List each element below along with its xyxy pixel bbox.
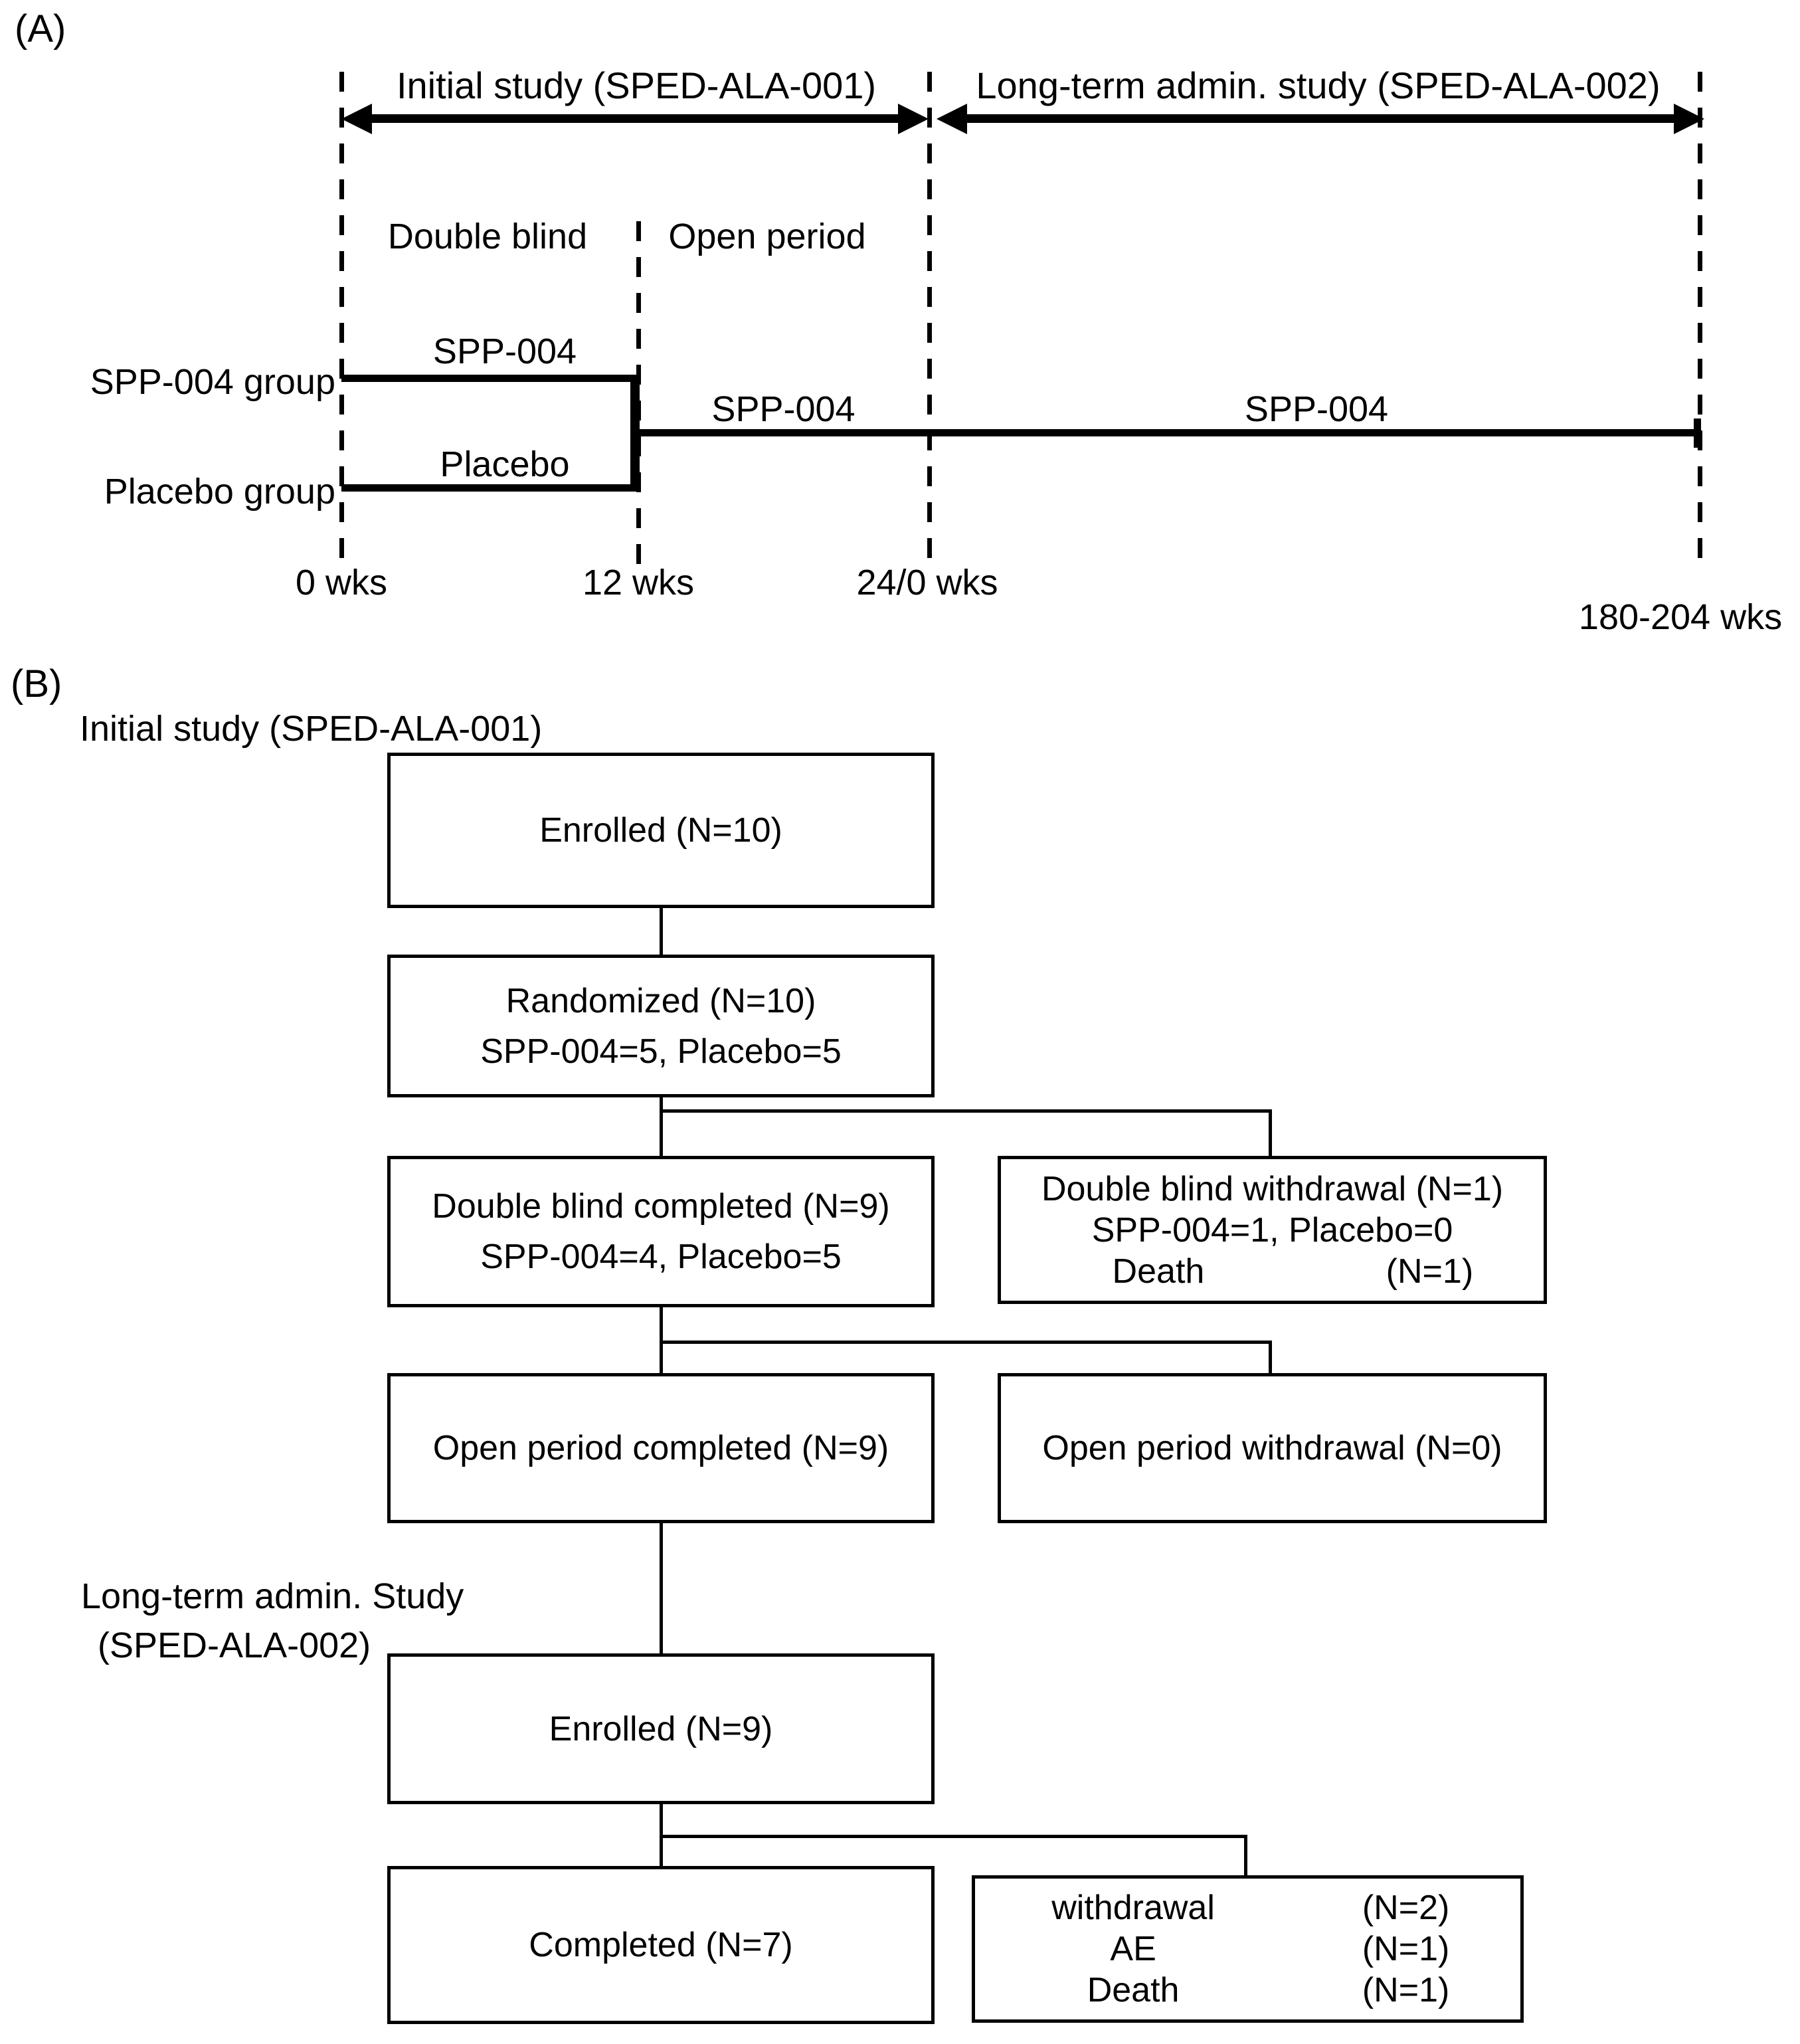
spp004-arm-treatment-label: SPP-004 (432, 331, 577, 371)
arrowhead-right-icon (898, 104, 929, 134)
phase1-title: Initial study (SPED-ALA-001) (396, 64, 877, 106)
flow-box-randomized: Randomized (N=10) SPP-004=5, Placebo=5 (387, 955, 935, 1097)
box-text: SPP-004=4, Placebo=5 (480, 1238, 842, 1276)
placebo-arm-treatment-label: Placebo (440, 444, 570, 484)
withdrawal-reason-row: AE (N=1) (975, 1928, 1520, 1970)
reason-count: (N=1) (1362, 1930, 1450, 1968)
branch-db-withdrawal-vertical (1269, 1109, 1272, 1156)
merged-treatment-line (635, 429, 1700, 436)
panel-b-label: (B) (11, 662, 62, 705)
connector-dbcompleted-opencompleted (660, 1307, 663, 1373)
panel-a-label: (A) (15, 7, 66, 50)
box-text: Enrolled (N=10) (539, 811, 782, 850)
tick-24wks: 24/0 wks (856, 563, 998, 603)
dashed-line-24wks (927, 72, 932, 569)
reason-count: (N=1) (1386, 1252, 1474, 1291)
reason-label: Death (1087, 1971, 1180, 2009)
flow-box-double-blind-completed: Double blind completed (N=9) SPP-004=4, … (387, 1156, 935, 1307)
reason-count: (N=1) (1362, 1971, 1450, 2009)
reason-label: withdrawal (1051, 1889, 1215, 1927)
flow-box-longterm-withdrawal: withdrawal (N=2) AE (N=1) Death (N=1) (972, 1875, 1524, 2023)
connector-randomized-dbcompleted (660, 1097, 663, 1156)
flow-box-open-period-completed: Open period completed (N=9) (387, 1373, 935, 1523)
box-text: Double blind completed (N=9) (432, 1187, 890, 1226)
dashed-line-180wks (1698, 72, 1702, 569)
box-text: Double blind withdrawal (N=1) (1041, 1169, 1504, 1208)
flow-box-enrolled-longterm: Enrolled (N=9) (387, 1653, 935, 1804)
arrow-shaft (367, 114, 902, 123)
box-text: Enrolled (N=9) (549, 1709, 773, 1748)
panel-a: (A) Initial study (SPED-ALA-001) Long-te… (0, 0, 1800, 658)
flow-box-open-period-withdrawal: Open period withdrawal (N=0) (998, 1373, 1547, 1523)
initial-study-section-title: Initial study (SPED-ALA-001) (80, 709, 543, 749)
spp004-arm-line (341, 375, 638, 382)
open-period-treatment-label: SPP-004 (711, 389, 855, 429)
box-text: Randomized (N=10) (505, 981, 816, 1020)
withdrawal-reason-row: Death (N=1) (1001, 1251, 1544, 1292)
box-text: SPP-004=1, Placebo=0 (1091, 1210, 1453, 1250)
longterm-study-section-title-line2: (SPED-ALA-002) (98, 1626, 371, 1665)
placebo-arm-line (341, 484, 638, 492)
dashed-line-0wks (339, 72, 344, 569)
longterm-treatment-label: SPP-004 (1244, 389, 1389, 429)
open-period-label: Open period (668, 217, 866, 256)
flow-box-enrolled-initial: Enrolled (N=10) (387, 753, 935, 908)
branch-open-withdrawal-vertical (1269, 1341, 1272, 1373)
placebo-group-label: Placebo group (104, 472, 335, 511)
branch-lt-withdrawal-vertical (1244, 1835, 1247, 1875)
branch-lt-withdrawal-horizontal (661, 1835, 1247, 1838)
box-text: Completed (N=7) (529, 1926, 793, 1964)
reason-count: (N=2) (1362, 1889, 1450, 1927)
withdrawal-reason-row: withdrawal (N=2) (975, 1887, 1520, 1928)
treatment-line-end-tick (1694, 418, 1701, 448)
branch-open-withdrawal-horizontal (661, 1341, 1272, 1344)
reason-label: Death (1112, 1252, 1205, 1291)
connector-opencompleted-enrolled2 (660, 1523, 663, 1653)
longterm-study-section-title-line1: Long-term admin. Study (81, 1576, 464, 1616)
spp004-group-label: SPP-004 group (90, 362, 335, 402)
connector-enrolled-randomized (660, 907, 663, 955)
arrow-shaft (962, 114, 1678, 123)
flow-box-double-blind-withdrawal: Double blind withdrawal (N=1) SPP-004=1,… (998, 1156, 1547, 1304)
phase2-title: Long-term admin. study (SPED-ALA-002) (976, 64, 1661, 106)
branch-db-withdrawal-horizontal (661, 1109, 1272, 1113)
box-text: SPP-004=5, Placebo=5 (480, 1032, 842, 1071)
box-text: Open period withdrawal (N=0) (1042, 1429, 1502, 1467)
double-blind-period-label: Double blind (387, 217, 588, 256)
reason-label: AE (1110, 1930, 1156, 1968)
withdrawal-reason-row: Death (N=1) (975, 1970, 1520, 2011)
tick-180wks: 180-204 wks (1578, 597, 1783, 637)
panel-b: (B) Initial study (SPED-ALA-001) Long-te… (0, 658, 1800, 2044)
flow-box-completed: Completed (N=7) (387, 1866, 935, 2024)
tick-0wks: 0 wks (295, 563, 388, 603)
tick-12wks: 12 wks (582, 563, 695, 603)
box-text: Open period completed (N=9) (432, 1429, 889, 1467)
